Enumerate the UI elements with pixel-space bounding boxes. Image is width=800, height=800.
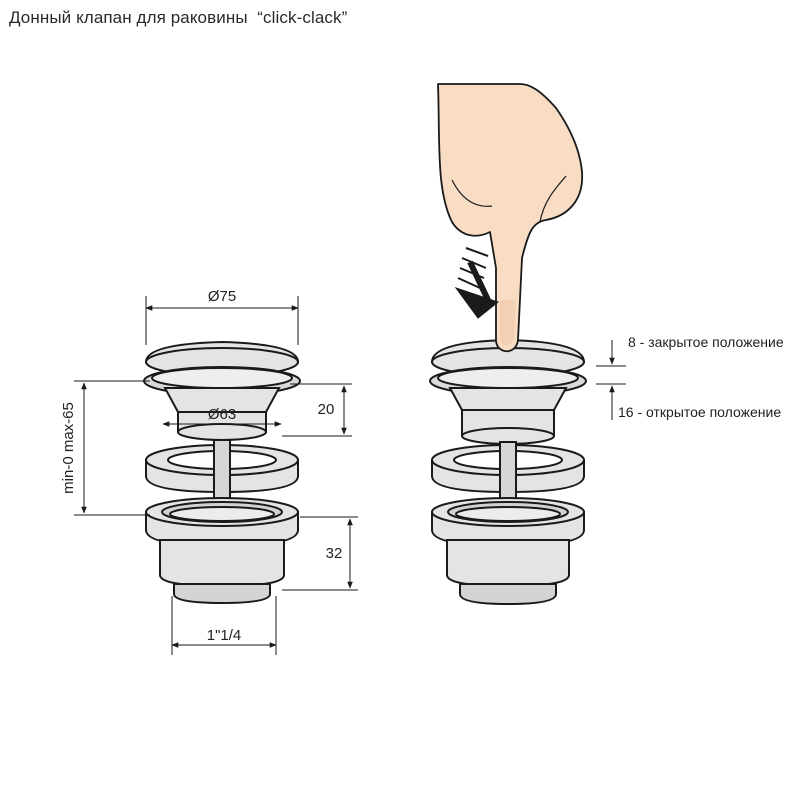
- pressing-hand: [437, 83, 583, 353]
- thread-size-label: 1"1/4: [207, 627, 242, 644]
- left-valve: [143, 340, 301, 605]
- right-thread: [446, 539, 570, 606]
- open-position-label: 16 - открытое положение: [618, 404, 781, 420]
- install-range-label: min-0 max-65: [60, 402, 77, 494]
- press-arrow-icon: [454, 247, 500, 319]
- body-height-label: 20: [318, 401, 335, 418]
- left-dimension-lines: [74, 296, 358, 655]
- diagram-title: Донный клапан для раковины “click-clack”: [9, 8, 348, 27]
- position-markers: [596, 340, 626, 420]
- cap-diameter-label: Ø75: [208, 288, 236, 305]
- right-upper-body: [448, 387, 568, 445]
- right-valve: [429, 338, 587, 606]
- left-upper-body: [163, 387, 281, 441]
- right-nut: [431, 497, 585, 548]
- thread-height-label: 32: [326, 545, 343, 562]
- closed-position-label: 8 - закрытое положение: [628, 334, 784, 350]
- left-thread: [159, 539, 285, 605]
- body-diameter-label: Ø63: [208, 406, 236, 423]
- left-nut: [145, 497, 299, 548]
- left-cap: [143, 340, 301, 396]
